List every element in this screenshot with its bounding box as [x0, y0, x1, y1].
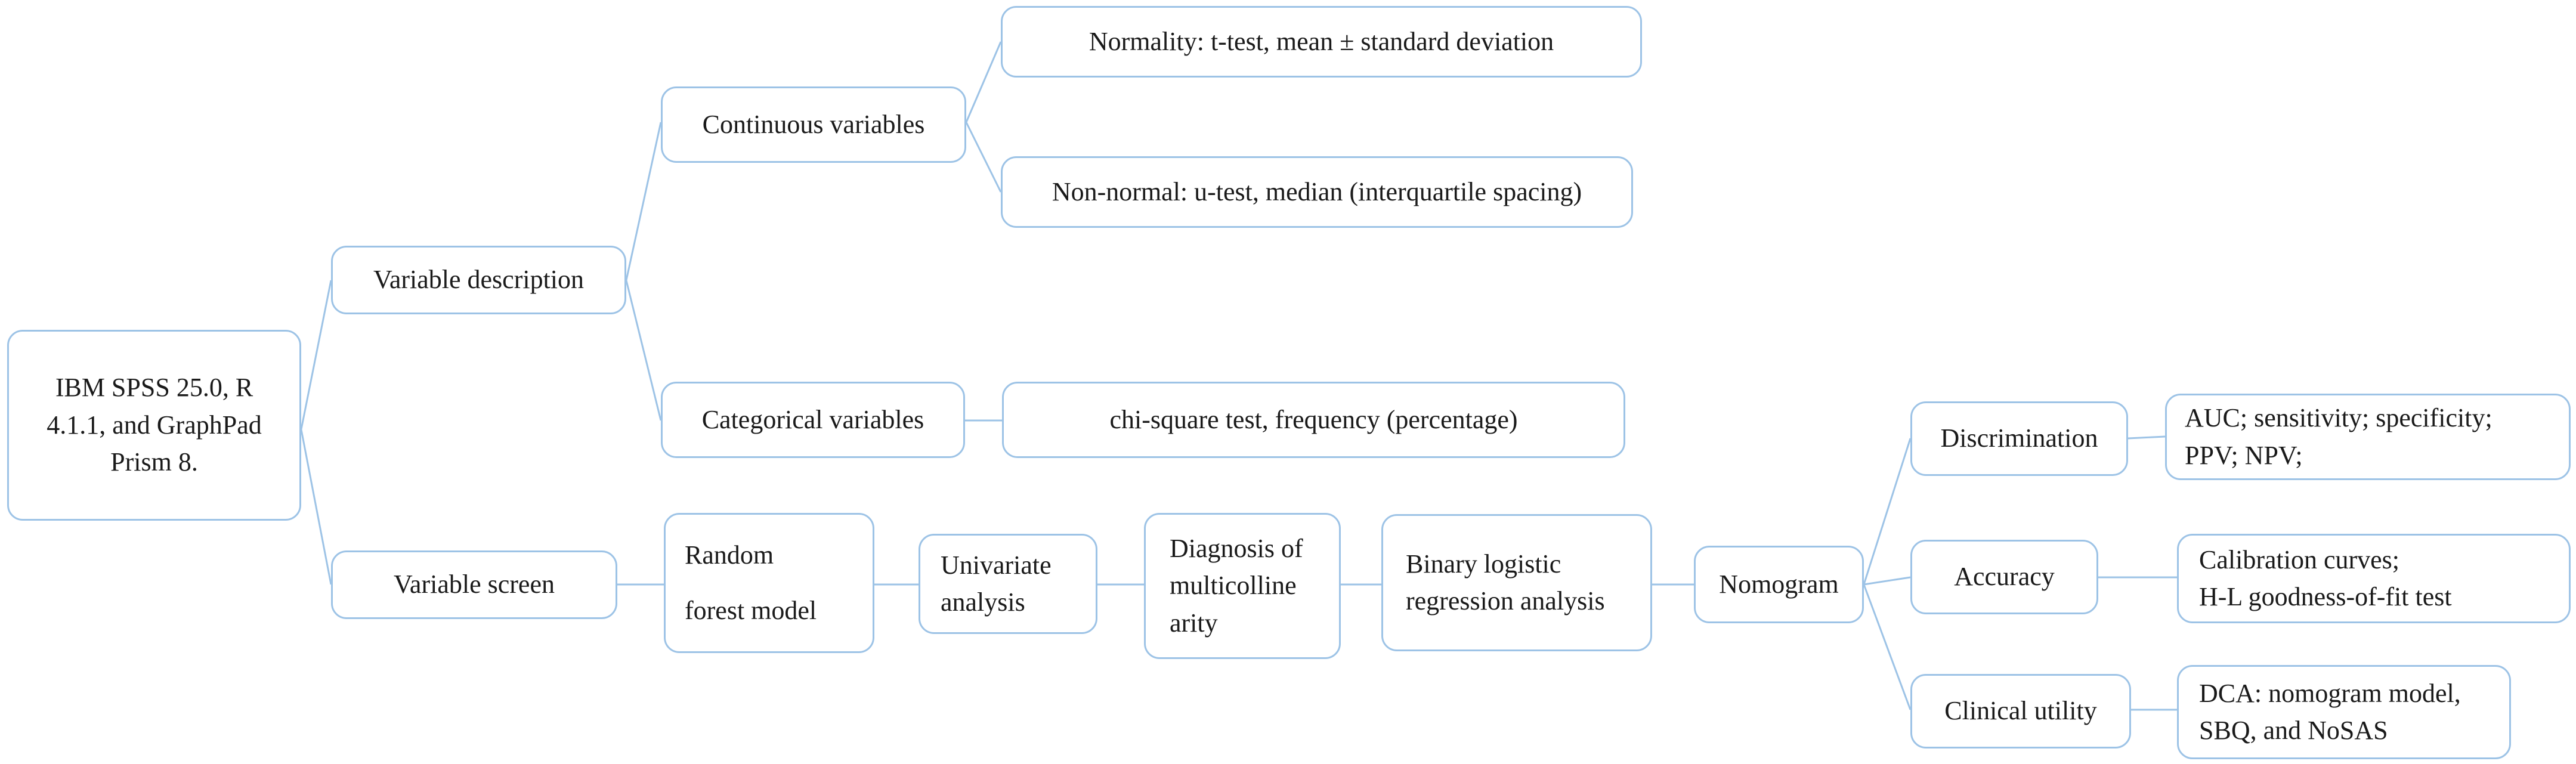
connector-root-description — [300, 280, 332, 430]
connector-nomogram-accuracy — [1863, 576, 1911, 586]
node-variable-screen-label: Variable screen — [394, 570, 555, 599]
node-accuracy: Accuracy — [1910, 540, 2098, 614]
node-variable-description-label: Variable description — [373, 265, 585, 295]
connector-description-categorical — [625, 280, 662, 421]
node-accuracy-label: Accuracy — [1954, 562, 2055, 592]
node-nomogram-label: Nomogram — [1719, 569, 1839, 599]
node-variable-description: Variable description — [331, 246, 626, 314]
node-auc-metrics-label: AUC; sensitivity; specificity; PPV; NPV; — [2185, 403, 2492, 470]
node-software: IBM SPSS 25.0, R 4.1.1, and GraphPad Pri… — [7, 330, 301, 521]
node-binary-logistic-label: Binary logistic regression analysis — [1406, 549, 1605, 615]
node-binary-logistic: Binary logistic regression analysis — [1381, 514, 1652, 651]
node-nomogram: Nomogram — [1694, 546, 1864, 623]
node-auc-metrics: AUC; sensitivity; specificity; PPV; NPV; — [2165, 394, 2571, 480]
node-univariate-label: Univariate analysis — [941, 550, 1052, 617]
node-normality: Normality: t-test, mean ± standard devia… — [1001, 6, 1642, 78]
node-categorical-variables-label: Categorical variables — [701, 404, 924, 434]
node-non-normal: Non-normal: u-test, median (interquartil… — [1001, 156, 1633, 228]
node-random-forest-label: Random forest model — [685, 540, 817, 625]
node-calibration-label: Calibration curves; H-L goodness-of-fit … — [2199, 545, 2452, 611]
node-chi-square-label: chi-square test, frequency (percentage) — [1109, 404, 1518, 434]
node-calibration: Calibration curves; H-L goodness-of-fit … — [2177, 534, 2571, 623]
connector-discrimination-auc — [2127, 435, 2166, 440]
node-multicollinearity-label: Diagnosis of multicolline arity — [1170, 533, 1303, 638]
connector-description-continuous — [625, 122, 662, 281]
node-normality-label: Normality: t-test, mean ± standard devia… — [1088, 26, 1554, 56]
node-categorical-variables: Categorical variables — [661, 382, 965, 458]
node-discrimination-label: Discrimination — [1940, 423, 2098, 453]
node-discrimination: Discrimination — [1910, 401, 2128, 476]
node-continuous-variables-label: Continuous variables — [702, 109, 925, 139]
node-multicollinearity: Diagnosis of multicolline arity — [1144, 513, 1341, 659]
node-continuous-variables: Continuous variables — [661, 86, 966, 163]
node-variable-screen: Variable screen — [331, 550, 617, 619]
node-clinical-utility: Clinical utility — [1910, 674, 2131, 748]
connector-nomogram-clinical — [1863, 584, 1912, 710]
node-software-label: IBM SPSS 25.0, R 4.1.1, and GraphPad Pri… — [47, 373, 262, 477]
node-random-forest: Random forest model — [664, 513, 874, 653]
node-dca: DCA: nomogram model, SBQ, and NoSAS — [2177, 665, 2511, 759]
connector-nomogram-discrimination — [1863, 438, 1912, 585]
node-chi-square: chi-square test, frequency (percentage) — [1002, 382, 1625, 458]
node-dca-label: DCA: nomogram model, SBQ, and NoSAS — [2199, 678, 2461, 745]
connector-continuous-normality — [965, 41, 1002, 123]
node-non-normal-label: Non-normal: u-test, median (interquartil… — [1052, 177, 1582, 206]
node-clinical-utility-label: Clinical utility — [1944, 696, 2097, 726]
connector-continuous-nonnormal — [965, 122, 1002, 193]
node-univariate: Univariate analysis — [919, 534, 1097, 634]
connector-root-screen — [300, 429, 332, 585]
